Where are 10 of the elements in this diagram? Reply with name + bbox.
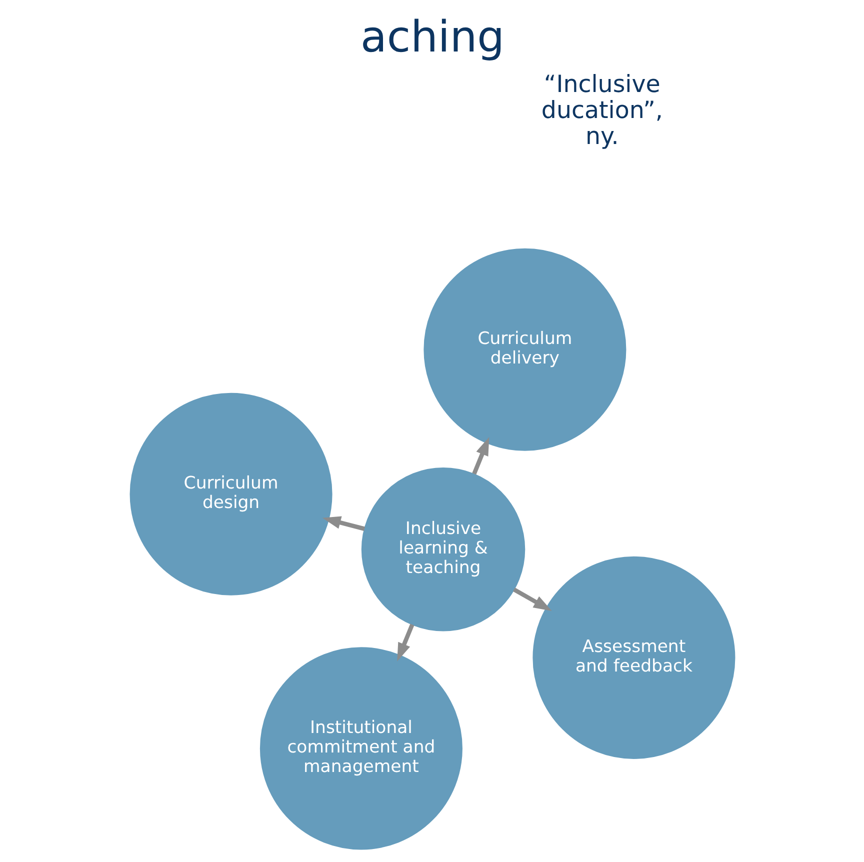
arrow: [396, 624, 414, 662]
arrow: [472, 437, 489, 475]
arrow: [322, 516, 365, 531]
node-circle: Institutional commitment and management: [259, 647, 462, 850]
diagram-title: aching: [360, 12, 504, 63]
arrow: [512, 588, 552, 612]
node-circle: Curriculum design: [129, 392, 332, 596]
node-circle: Curriculum delivery: [423, 248, 626, 451]
label: “Inclusive ducation”, ny.: [540, 70, 662, 150]
node-circle: Inclusive learning & teaching: [360, 467, 525, 632]
